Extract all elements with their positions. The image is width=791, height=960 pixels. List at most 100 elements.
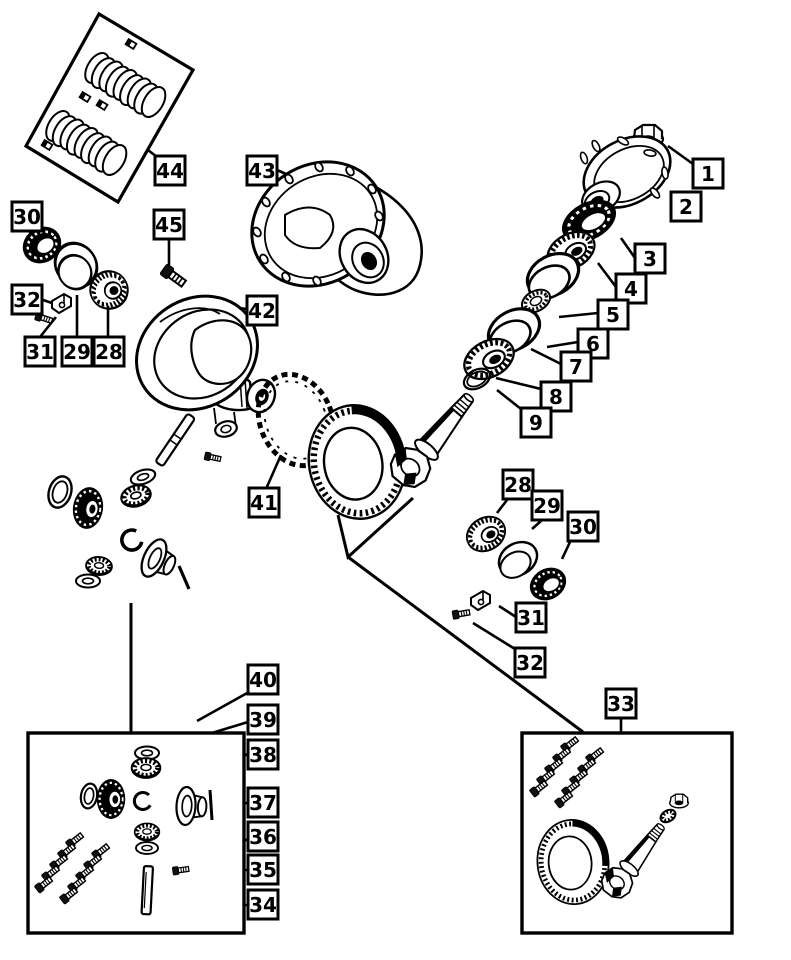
- diff-internals: [47, 413, 222, 590]
- callout-label: 9: [529, 411, 543, 435]
- callout-36[interactable]: 36: [246, 820, 280, 853]
- callout-box[interactable]: [246, 820, 280, 853]
- callout-31-right[interactable]: 31: [514, 601, 548, 634]
- callout-label: 31: [26, 340, 54, 364]
- callout-32-right[interactable]: 32: [513, 646, 547, 679]
- callout-box[interactable]: [245, 154, 279, 187]
- callout-label: 38: [249, 743, 277, 767]
- callout-42[interactable]: 42: [245, 294, 279, 327]
- callout-box[interactable]: [10, 283, 44, 316]
- callout-label: 7: [569, 355, 583, 379]
- thrust-washer: [127, 465, 159, 489]
- callout-label: 29: [63, 340, 91, 364]
- callout-label: 34: [249, 893, 277, 917]
- callout-4[interactable]: 4: [614, 272, 648, 305]
- callout-label: 30: [13, 205, 41, 229]
- pinion-shaft-lock-bolt: [203, 451, 222, 464]
- callout-box[interactable]: [513, 646, 547, 679]
- callout-box[interactable]: [501, 468, 535, 501]
- callout-box[interactable]: [604, 687, 638, 720]
- callout-37[interactable]: 37: [246, 786, 280, 819]
- callout-39[interactable]: 39: [246, 703, 280, 736]
- callout-label: 37: [249, 791, 277, 815]
- callout-9[interactable]: 9: [519, 406, 553, 439]
- callout-44[interactable]: 44: [153, 154, 187, 187]
- callout-box[interactable]: [246, 663, 280, 696]
- pinion-shim-8: [462, 367, 492, 391]
- side-gear: [69, 483, 107, 533]
- kit-mate-gear-top: [132, 758, 161, 778]
- kit-pinion-nut: [669, 793, 689, 809]
- callout-label: 32: [516, 651, 544, 675]
- callout-box[interactable]: [519, 406, 553, 439]
- callout-box[interactable]: [246, 703, 280, 736]
- callout-label: 31: [517, 606, 545, 630]
- callout-label: 33: [607, 692, 635, 716]
- callout-33[interactable]: 33: [604, 687, 638, 720]
- thrust-washer-2: [75, 573, 101, 589]
- callout-label: 43: [248, 159, 276, 183]
- callout-label: 4: [624, 277, 638, 301]
- callout-box[interactable]: [691, 157, 725, 190]
- bolt-32-right: [451, 607, 471, 621]
- callout-29-left[interactable]: 29: [60, 335, 94, 368]
- callout-label: 45: [155, 213, 183, 237]
- bolt-45: [158, 262, 189, 290]
- callout-1[interactable]: 1: [691, 157, 725, 190]
- callout-box[interactable]: [23, 335, 57, 368]
- bracket-31-right: [470, 590, 491, 611]
- callout-box[interactable]: [60, 335, 94, 368]
- callout-box[interactable]: [633, 242, 667, 275]
- callout-box[interactable]: [246, 738, 280, 771]
- kit-side-gear: [95, 777, 127, 821]
- callout-box[interactable]: [247, 486, 281, 519]
- callout-box[interactable]: [614, 272, 648, 305]
- callout-label: 35: [249, 858, 277, 882]
- callout-2[interactable]: 2: [669, 190, 703, 223]
- callout-43[interactable]: 43: [245, 154, 279, 187]
- callout-box[interactable]: [566, 510, 600, 543]
- callout-box[interactable]: [514, 601, 548, 634]
- callout-label: 2: [679, 195, 693, 219]
- callout-box[interactable]: [596, 298, 630, 331]
- callout-5[interactable]: 5: [596, 298, 630, 331]
- callout-8[interactable]: 8: [539, 380, 573, 413]
- callout-30-left[interactable]: 30: [10, 200, 44, 233]
- callout-32-left[interactable]: 32: [10, 283, 44, 316]
- callout-box[interactable]: [539, 380, 573, 413]
- callout-30-right[interactable]: 30: [566, 510, 600, 543]
- snap-ring: [117, 525, 146, 555]
- callout-box[interactable]: [246, 888, 280, 921]
- callout-box[interactable]: [246, 786, 280, 819]
- callout-box[interactable]: [530, 489, 564, 522]
- callout-box[interactable]: [559, 350, 593, 383]
- callout-28-right[interactable]: 28: [501, 468, 535, 501]
- callout-40[interactable]: 40: [246, 663, 280, 696]
- diff-case-43: [250, 160, 423, 296]
- callout-box[interactable]: [152, 208, 186, 241]
- callout-35[interactable]: 35: [246, 853, 280, 886]
- callout-box[interactable]: [92, 335, 126, 368]
- callout-box[interactable]: [153, 154, 187, 187]
- callout-41[interactable]: 41: [247, 486, 281, 519]
- housing-42: [135, 294, 277, 438]
- callout-box[interactable]: [669, 190, 703, 223]
- right-bearing-group: [451, 510, 574, 621]
- bracket-31-left: [51, 293, 72, 314]
- callout-label: 28: [504, 473, 532, 497]
- callout-38[interactable]: 38: [246, 738, 280, 771]
- callout-label: 40: [249, 668, 277, 692]
- callout-7[interactable]: 7: [559, 350, 593, 383]
- callout-box[interactable]: [245, 294, 279, 327]
- kit-box-right: [520, 731, 734, 935]
- callout-34[interactable]: 34: [246, 888, 280, 921]
- callout-45[interactable]: 45: [152, 208, 186, 241]
- callout-3[interactable]: 3: [633, 242, 667, 275]
- kit-leader-lines: [129, 496, 584, 734]
- callout-29-right[interactable]: 29: [530, 489, 564, 522]
- callout-28-left[interactable]: 28: [92, 335, 126, 368]
- callout-box[interactable]: [10, 200, 44, 233]
- callout-31-left[interactable]: 31: [23, 335, 57, 368]
- callout-box[interactable]: [246, 853, 280, 886]
